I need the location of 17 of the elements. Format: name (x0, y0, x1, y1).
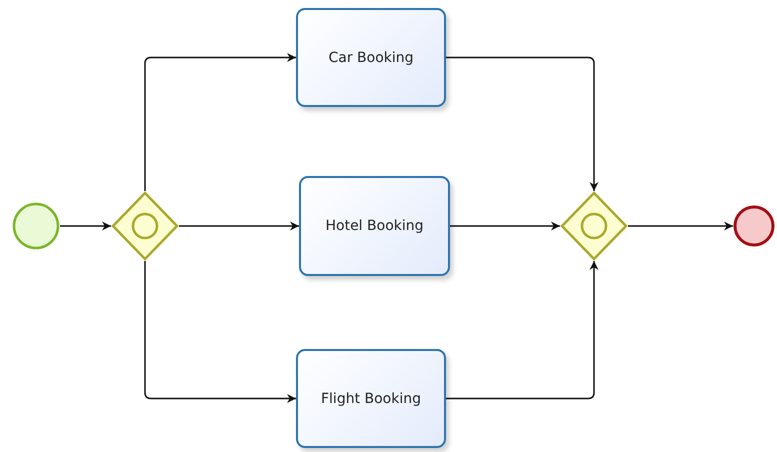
sequence-flow-arrow (446, 56, 598, 191)
sequence-flow-arrow (446, 261, 598, 400)
inclusive-gateway-diamond (560, 191, 628, 261)
task-box (296, 8, 446, 107)
inclusive-gateway-diamond (111, 191, 179, 261)
task-box (296, 349, 446, 448)
task-label: Flight Booking (320, 390, 422, 406)
sequence-flow-arrow (179, 222, 299, 230)
sequence-flow-arrow (450, 222, 560, 230)
start-event-circle (12, 202, 60, 250)
task-label: Hotel Booking (324, 218, 425, 234)
task-box (299, 176, 450, 276)
task-label: Car Booking (327, 50, 415, 66)
sequence-flow-arrow (144, 261, 296, 403)
sequence-flow-arrow (144, 53, 296, 191)
sequence-flow-arrow (60, 222, 111, 230)
sequence-flow-arrow (628, 222, 733, 230)
